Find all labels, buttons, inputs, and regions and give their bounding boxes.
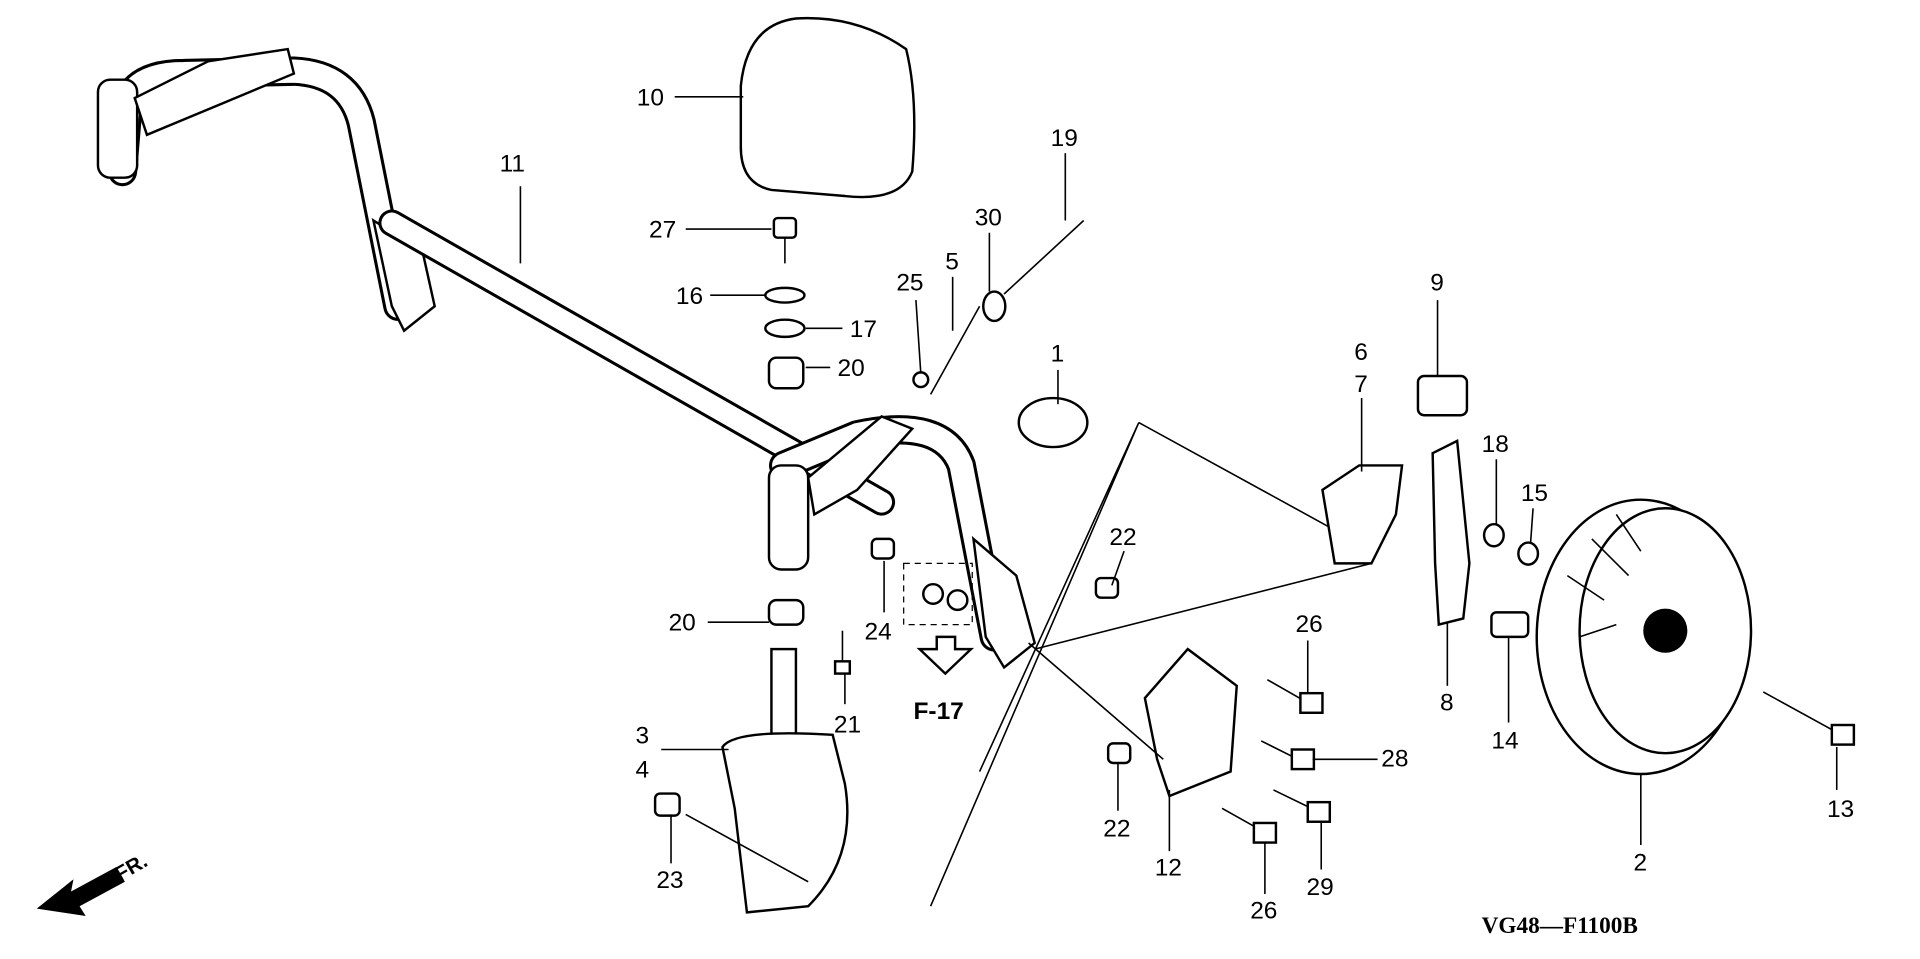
- callout-26b: 26: [1250, 897, 1277, 924]
- callout-19: 19: [1051, 125, 1078, 152]
- cover-part: [739, 16, 916, 199]
- callout-25: 25: [896, 269, 923, 296]
- front-direction-arrow-icon: [36, 867, 125, 917]
- reference-label: F-17: [913, 698, 963, 725]
- callout-18: 18: [1482, 431, 1509, 458]
- reference-arrow-icon: [916, 635, 975, 676]
- callout-14: 14: [1491, 727, 1518, 754]
- bracket-6-7: [1321, 464, 1404, 565]
- callout-12: 12: [1155, 855, 1182, 882]
- callout-30: 30: [975, 204, 1002, 231]
- callout-23: 23: [656, 867, 683, 894]
- leader-lines: [519, 96, 1838, 907]
- callout-4: 4: [636, 757, 650, 784]
- callout-6: 6: [1354, 339, 1368, 366]
- callout-20b: 20: [669, 610, 696, 637]
- callout-8: 8: [1440, 689, 1454, 716]
- callout-1: 1: [1051, 340, 1065, 367]
- callout-10: 10: [637, 84, 664, 111]
- callout-16: 16: [676, 283, 703, 310]
- callout-7: 7: [1354, 371, 1368, 398]
- callout-2: 2: [1633, 850, 1647, 877]
- bracket-12: [1143, 647, 1239, 798]
- callout-27: 27: [649, 217, 676, 244]
- block-9: [1416, 374, 1469, 417]
- arm-8: [1431, 439, 1471, 627]
- callout-21: 21: [834, 711, 861, 738]
- callout-22b: 22: [1103, 815, 1130, 842]
- pivot-hardware: [653, 216, 852, 914]
- callout-20: 20: [838, 355, 865, 382]
- callout-24: 24: [864, 618, 891, 645]
- callout-5: 5: [945, 249, 959, 276]
- callout-22: 22: [1109, 524, 1136, 551]
- wheel: [1535, 498, 1753, 776]
- callout-28: 28: [1381, 746, 1408, 773]
- spring-assembly: [912, 219, 1089, 449]
- callout-labels: 10 11 27 16 17 20 19 30 5 25 1 6 7 9 18 …: [111, 84, 1854, 939]
- bolts: [870, 537, 1856, 844]
- callout-29: 29: [1307, 874, 1334, 901]
- callout-17: 17: [850, 316, 877, 343]
- callout-13: 13: [1827, 796, 1854, 823]
- callout-11: 11: [500, 151, 525, 178]
- callout-9: 9: [1430, 269, 1444, 296]
- callout-3: 3: [636, 722, 650, 749]
- handle-frame: [96, 47, 1037, 670]
- drawing-code: VG48—F1100B: [1482, 913, 1638, 939]
- callout-26: 26: [1296, 611, 1323, 638]
- reference-box: [903, 562, 973, 626]
- callout-15: 15: [1521, 480, 1548, 507]
